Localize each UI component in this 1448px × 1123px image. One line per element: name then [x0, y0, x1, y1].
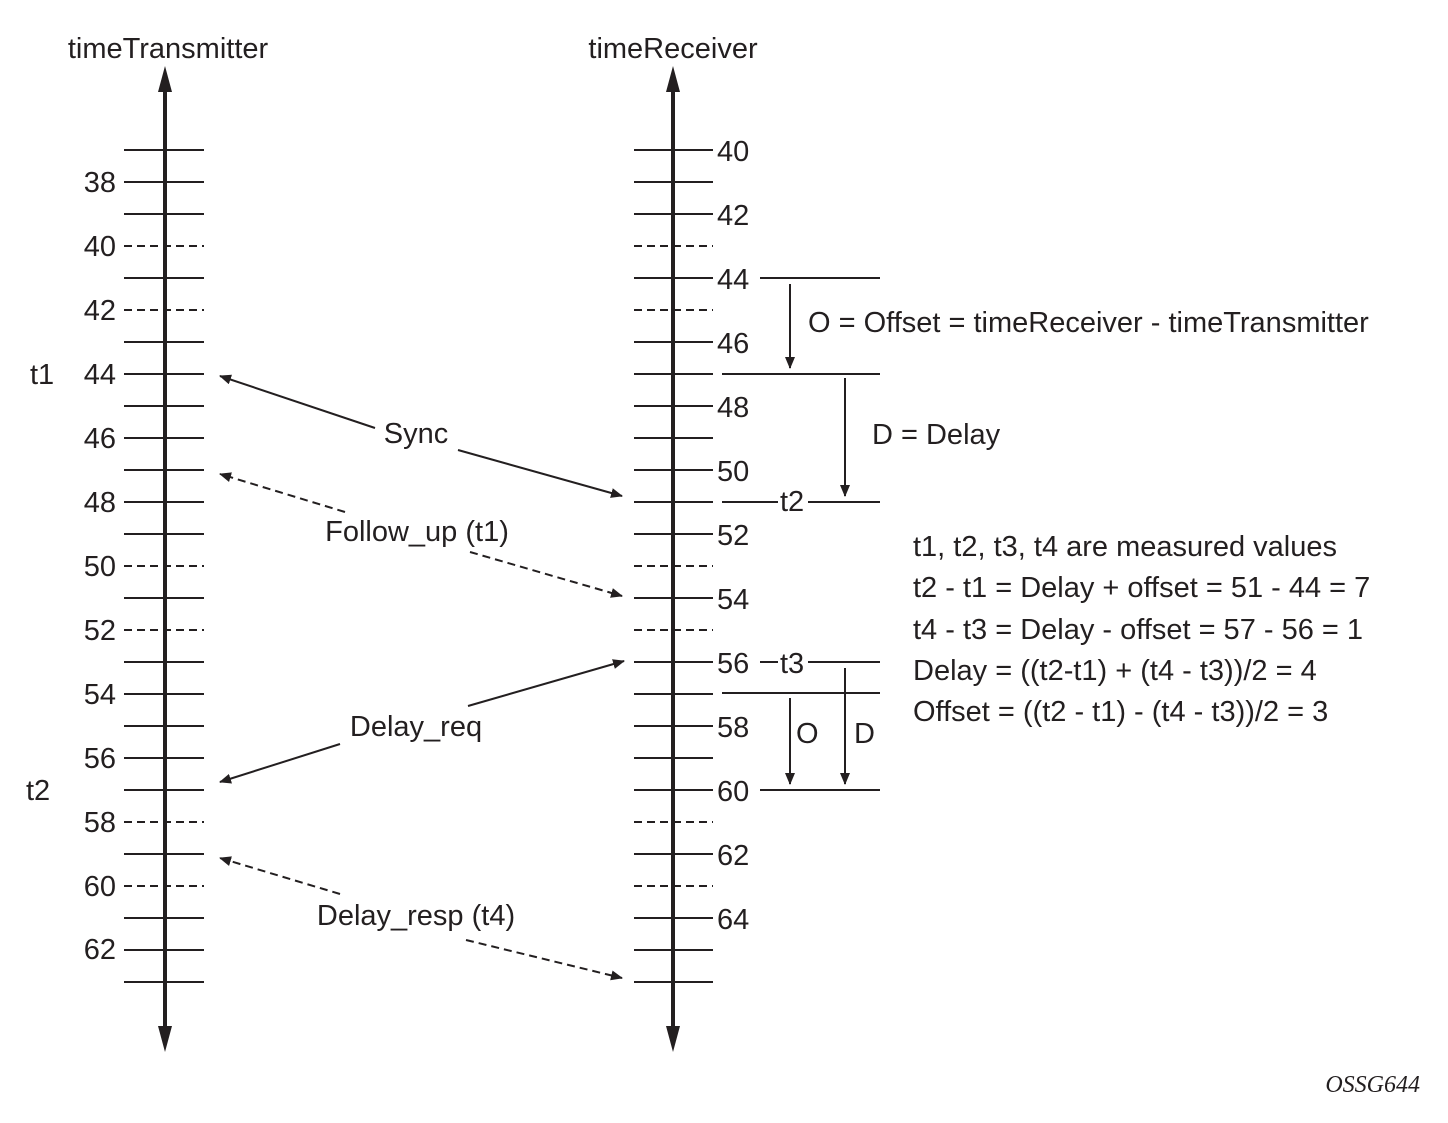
transmitter-title: timeTransmitter: [68, 33, 269, 65]
tx-tick-label: 40: [84, 231, 116, 263]
follow-up-arrow-left: [219, 472, 346, 513]
tx-tick-label: 52: [84, 615, 116, 647]
rx-tick-label: 56: [717, 648, 749, 680]
sync-label: Sync: [384, 418, 448, 450]
tx-tick-label: 44: [84, 359, 116, 391]
rx-time-label-t2: t2: [780, 486, 804, 518]
delay-req-arrow-right: [467, 659, 625, 707]
tx-tick-label: 50: [84, 551, 116, 583]
delay-short-label: D: [854, 718, 875, 750]
rx-time-label-t3: t3: [780, 648, 804, 680]
delay-definition: D = Delay: [872, 419, 1001, 451]
sync-arrow-left: [219, 374, 376, 429]
equation-line: Offset = ((t2 - t1) - (t4 - t3))/2 = 3: [913, 696, 1328, 728]
rx-tick-label: 64: [717, 904, 749, 936]
tx-tick-label: 62: [84, 934, 116, 966]
tx-tick-label: 42: [84, 295, 116, 327]
rx-tick-label: 60: [717, 776, 749, 808]
delay-req-arrow-left: [219, 743, 341, 784]
tx-tick-label: 48: [84, 487, 116, 519]
receiver-title: timeReceiver: [588, 33, 758, 65]
rx-tick-label: 54: [717, 584, 749, 616]
transmitter-ticks: [124, 149, 204, 983]
receiver-ticks: [634, 149, 713, 983]
delay-resp-arrow-right: [465, 939, 623, 981]
rx-tick-label: 52: [717, 520, 749, 552]
transmitter-axis-arrow-bottom: [158, 1026, 172, 1052]
rx-tick-label: 46: [717, 328, 749, 360]
tx-tick-label: 60: [84, 871, 116, 903]
equation-line: t1, t2, t3, t4 are measured values: [913, 531, 1337, 563]
offset-definition: O = Offset = timeReceiver - timeTransmit…: [808, 307, 1369, 339]
receiver-axis-arrow-bottom: [666, 1026, 680, 1052]
follow-up-arrow-right: [469, 551, 623, 598]
rx-tick-label: 44: [717, 264, 749, 296]
offset-short-label: O: [796, 718, 819, 750]
follow-up-label: Follow_up (t1): [325, 516, 509, 548]
tx-tick-label: 46: [84, 423, 116, 455]
rx-tick-label: 42: [717, 200, 749, 232]
tx-tick-label: 56: [84, 743, 116, 775]
delay-resp-label: Delay_resp (t4): [317, 900, 515, 932]
tx-tick-label: 54: [84, 679, 116, 711]
figure-id: OSSG644: [1325, 1072, 1420, 1098]
delay-req-label: Delay_req: [350, 711, 482, 743]
equation-line: t2 - t1 = Delay + offset = 51 - 44 = 7: [913, 572, 1370, 604]
rx-tick-label: 48: [717, 392, 749, 424]
equation-line: Delay = ((t2-t1) + (t4 - t3))/2 = 4: [913, 655, 1317, 687]
tx-time-label-t2: t2: [26, 775, 50, 807]
equation-line: t4 - t3 = Delay - offset = 57 - 56 = 1: [913, 614, 1363, 646]
rx-tick-label: 50: [717, 456, 749, 488]
delay-resp-arrow-left: [219, 856, 341, 895]
transmitter-axis-arrow-top: [158, 66, 172, 92]
tx-time-label-t1: t1: [30, 359, 54, 391]
rx-tick-label: 40: [717, 136, 749, 168]
sync-arrow-right: [457, 449, 623, 498]
rx-tick-label: 58: [717, 712, 749, 744]
tx-tick-label: 38: [84, 167, 116, 199]
tx-tick-label: 58: [84, 807, 116, 839]
receiver-axis-arrow-top: [666, 66, 680, 92]
rx-tick-label: 62: [717, 840, 749, 872]
